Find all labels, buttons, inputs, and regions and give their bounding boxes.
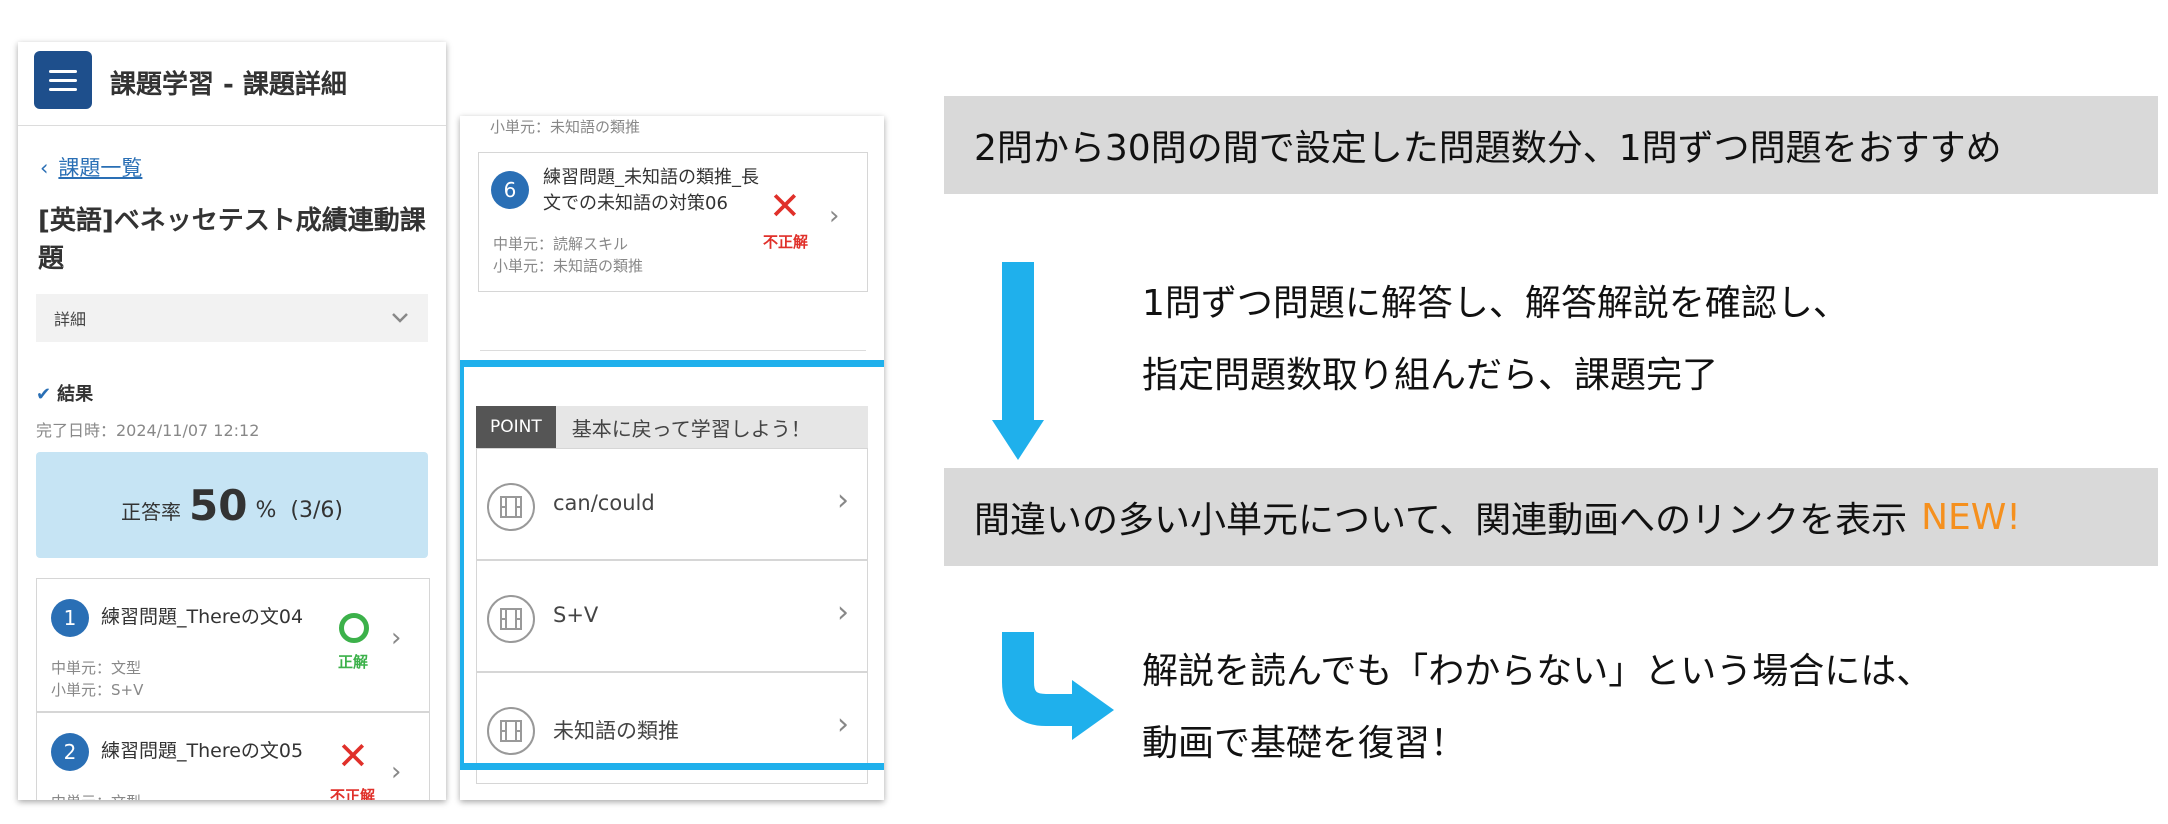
score-percent: 50 (189, 480, 248, 530)
question-meta-unit: 中単元：読解スキル (493, 235, 629, 253)
question-meta-unit: 中単元：文型 (51, 659, 142, 677)
score-box: 正答率 50 % (3/6) (36, 452, 428, 558)
point-highlight-frame (460, 360, 884, 770)
arrow-down-head (992, 420, 1044, 460)
task-title: [英語]ベネッセテスト成績連動課題 (38, 206, 426, 274)
chevron-left-icon: ‹ (40, 156, 49, 180)
app-header: 課題学習 - 課題詳細 (18, 42, 446, 126)
result-label: 結果 (57, 384, 94, 405)
question-meta-subunit: 小単元：未知語の類推 (493, 257, 644, 275)
chevron-right-icon: › (829, 201, 840, 231)
phone-screen-task-detail: 課題学習 - 課題詳細 ‹ 課題一覧 [英語]ベネッセテスト成績連動課題 詳細 ✔… (18, 42, 446, 800)
film-icon (487, 483, 535, 531)
result-heading: ✔結果 (36, 380, 93, 406)
video-link-label: 未知語の類推 (553, 719, 679, 743)
question-number: 2 (51, 733, 89, 771)
chevron-down-icon (392, 313, 408, 323)
arrow-down-icon (1002, 262, 1034, 420)
result-label-wrong: 不正解 (330, 787, 376, 800)
hamburger-line (49, 87, 77, 91)
flow-step-answer: 1問ずつ問題に解答し、解答解説を確認し、 指定問題数取り組んだら、課題完了 (1142, 268, 1849, 412)
flow-step-video-link: 間違いの多い小単元について、関連動画へのリンクを表示 NEW! (944, 468, 2158, 566)
divider (480, 350, 866, 351)
page-title: 課題学習 - 課題詳細 (110, 70, 347, 100)
flow-step-recommend: 2問から30問の間で設定した問題数分、1問ずつ問題をおすすめ (944, 96, 2158, 194)
score-label: 正答率 (121, 499, 182, 524)
question-item[interactable]: 2 練習問題_Thereの文05 中単元：文型 ✕ 不正解 › (36, 712, 430, 800)
flow-step-line: 1問ずつ問題に解答し、解答解説を確認し、 (1142, 283, 1849, 324)
flow-step-review: 解説を読んでも「わからない」という場合には、 動画で基礎を復習！ (1142, 636, 1932, 780)
result-label-correct: 正解 (338, 653, 369, 671)
completion-date: 完了日時：2024/11/07 12:12 (36, 421, 260, 440)
back-link[interactable]: ‹ 課題一覧 (40, 152, 142, 182)
score-percent-unit: % (255, 497, 277, 523)
chevron-right-icon: › (391, 623, 402, 653)
chevron-right-icon: › (837, 707, 849, 742)
video-link-item[interactable]: can/could › (476, 448, 868, 560)
question-title-line: 練習問題_未知語の類推_長 (543, 167, 759, 188)
question-meta-unit: 中単元：文型 (51, 791, 141, 800)
point-tag: POINT (476, 406, 556, 448)
question-title: 練習問題_Thereの文05 (101, 740, 304, 762)
question-title-line: 文での未知語の対策06 (543, 193, 728, 214)
flow-step-text: 2問から30問の間で設定した問題数分、1問ずつ問題をおすすめ (974, 128, 2002, 169)
video-link-label: can/could (553, 491, 655, 515)
point-header: POINT 基本に戻って学習しよう！ (476, 406, 868, 448)
detail-accordion[interactable]: 詳細 (36, 294, 428, 342)
question-meta-subunit: 小単元：未知語の類推 (490, 118, 641, 136)
hamburger-line (49, 78, 77, 82)
new-badge: NEW! (1921, 496, 2021, 538)
question-number: 1 (51, 599, 89, 637)
result-label-wrong: 不正解 (763, 233, 809, 251)
flow-step-text: 間違いの多い小単元について、関連動画へのリンクを表示 (974, 500, 1908, 541)
film-icon (487, 707, 535, 755)
flow-step-line: 動画で基礎を復習！ (1142, 723, 1467, 764)
chevron-right-icon: › (391, 757, 402, 787)
hamburger-icon (49, 69, 77, 73)
score-fraction: (3/6) (290, 497, 343, 523)
correct-circle-icon (339, 613, 369, 643)
video-link-item[interactable]: S+V › (476, 560, 868, 672)
question-meta-subunit: 小単元：S+V (51, 681, 144, 699)
question-item[interactable]: 6 練習問題_未知語の類推_長 文での未知語の対策06 中単元：読解スキル 小単… (478, 152, 868, 292)
back-link-label: 課題一覧 (58, 156, 143, 180)
wrong-cross-icon: ✕ (769, 184, 801, 228)
flow-step-line: 解説を読んでも「わからない」という場合には、 (1142, 651, 1933, 692)
flow-step-line: 指定問題数取り組んだら、課題完了 (1142, 355, 1719, 396)
film-icon (487, 595, 535, 643)
video-link-label: S+V (553, 603, 599, 627)
detail-label: 詳細 (54, 310, 87, 329)
question-title: 練習問題_Thereの文04 (101, 606, 304, 628)
question-number: 6 (491, 171, 529, 209)
question-item[interactable]: 1 練習問題_Thereの文04 中単元：文型 小単元：S+V 正解 › (36, 578, 430, 712)
chevron-right-icon: › (837, 595, 849, 630)
wrong-cross-icon: ✕ (337, 734, 369, 778)
question-title: 練習問題_未知語の類推_長 文での未知語の対策06 (543, 165, 759, 217)
menu-button[interactable] (34, 51, 92, 109)
phone-screen-results-scrolled: 小単元：未知語の類推 6 練習問題_未知語の類推_長 文での未知語の対策06 中… (460, 116, 884, 800)
checkmark-icon: ✔ (36, 384, 52, 405)
point-text: 基本に戻って学習しよう！ (571, 416, 811, 441)
arrow-turn-right-icon (1002, 632, 1114, 740)
chevron-right-icon: › (837, 483, 849, 518)
